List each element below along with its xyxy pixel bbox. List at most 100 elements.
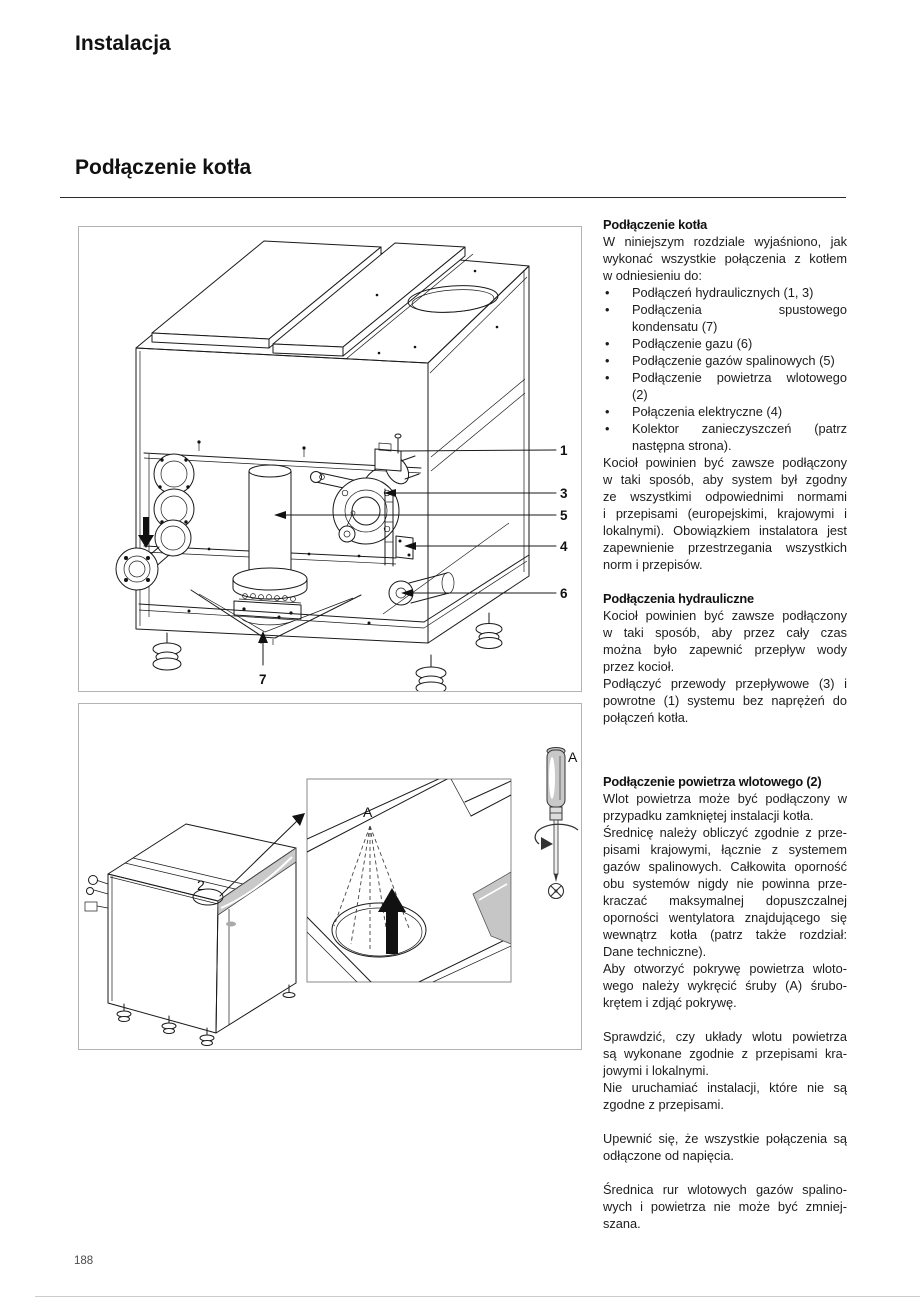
- text-line: Wlot powietrza może być podłączony w: [603, 791, 847, 806]
- text-line: Kolektor zanieczyszczeń (patrz: [632, 421, 847, 436]
- text-line: ze wszystkimi odpowiednimi normami: [603, 489, 847, 504]
- text-line: wych i powietrza nie może być zmniej-: [603, 1199, 847, 1214]
- text-line: oporności wentylatora znajdującego się: [603, 910, 847, 925]
- text-line: w odniesieniu do:: [603, 268, 702, 283]
- spacer: [603, 726, 847, 773]
- subsection-heading: Podłączenia hydrauliczne: [603, 591, 754, 606]
- boiler-isometric-diagram: 1 3 5 4 6 7: [115, 240, 568, 691]
- text-line: wego należy wykręcić śruby (A) śrubo-: [603, 978, 847, 993]
- bullet-item: • Podłączeń hydraulicznych (1, 3): [603, 284, 847, 301]
- text-line: są wykonane zgodnie z przepisami kra-: [603, 1046, 847, 1061]
- text-line: Podłączenia spustowego: [632, 302, 847, 317]
- text-line: kraczać maksymalnej dopuszczalnej: [603, 893, 847, 908]
- bullet-item: • Podłączenia spustowego kondensatu (7): [603, 301, 847, 335]
- bullet-content: Podłączeń hydraulicznych (1, 3): [632, 284, 847, 301]
- text-line: Średnicę należy obliczyć zgodnie z prze-: [603, 825, 847, 840]
- text-line: Dane techniczne).: [603, 944, 707, 959]
- bullet-content: Kolektor zanieczyszczeń (patrz następna s…: [632, 420, 847, 454]
- bullet-marker: •: [605, 404, 610, 419]
- text-line: jowymi i lokalnymi.: [603, 1063, 709, 1078]
- bullet-item: • Podłączenie powietrza wlotowego (2): [603, 369, 847, 403]
- screwdriver-icon: [534, 747, 579, 900]
- figure-boiler-connections: 1 3 5 4 6 7: [78, 226, 582, 692]
- text-line: Nie uruchamiać instalacji, które nie są: [603, 1080, 847, 1095]
- bullet-content: Podłączenie gazów spalinowych (5): [632, 352, 847, 369]
- bullet-item: • Połączenia elektryczne (4): [603, 403, 847, 420]
- text-line: pisami krajowymi, łącznie z systemem: [603, 842, 847, 857]
- figure-air-inlet: 2: [78, 703, 582, 1050]
- spacer: [603, 1164, 847, 1181]
- boiler-small: [84, 823, 297, 1046]
- bullet-marker: •: [605, 421, 610, 436]
- air-inlet-diagram: 2: [84, 747, 579, 1046]
- text-line: wykonać wszystkie połączenia z kotłem: [603, 251, 847, 266]
- bullet-content: Podłączenia spustowego kondensatu (7): [632, 301, 847, 335]
- callout-4: 4: [560, 539, 568, 554]
- right-column: Podłączenie kotła W niniejszym rozdziale …: [603, 216, 847, 1232]
- text-line: Aby otworzyć pokrywę powietrza wloto-: [603, 961, 847, 976]
- text-line: Połączenia elektryczne (4): [632, 404, 783, 419]
- text-line: odłączone od napięcia.: [603, 1148, 734, 1163]
- text-line: zgodne z przepisami.: [603, 1097, 724, 1112]
- text-line: obu systemów nigdy nie powinna prze-: [603, 876, 847, 891]
- text-line: W niniejszym rozdziale wyjaśniono, jak: [603, 234, 847, 249]
- text-line: następna strona).: [632, 438, 732, 453]
- text-line: w taki sposób, aby przez cały czas: [603, 625, 847, 640]
- bullet-item: • Podłączenie gazów spalinowych (5): [603, 352, 847, 369]
- inset-a-label: A: [363, 804, 373, 820]
- callout-7: 7: [259, 672, 267, 687]
- page-title: Podłączenie kotła: [75, 156, 252, 179]
- text-line: Sprawdzić, czy układy wlotu powietrza: [603, 1029, 847, 1044]
- bullet-marker: •: [605, 353, 610, 368]
- text-line: (2): [632, 387, 648, 402]
- text-line: Podłączeń hydraulicznych (1, 3): [632, 285, 814, 300]
- text-line: i przepisami (europejskimi, krajowymi i: [603, 506, 847, 521]
- text-line: połączeń kotła.: [603, 710, 689, 725]
- text-line: gazów spalinowych. Całkowita oporność: [603, 859, 847, 874]
- text-line: Kocioł powinien być zawsze podłączony: [603, 455, 847, 470]
- callout-6: 6: [560, 586, 568, 601]
- part-2-label: 2: [197, 877, 205, 893]
- adjustable-feet: [152, 612, 503, 691]
- tool-a-label: A: [568, 749, 578, 765]
- subsection-heading: Podłączenie kotła: [603, 217, 707, 232]
- text-line: krętem i zdjąć pokrywę.: [603, 995, 737, 1010]
- spacer: [603, 573, 847, 590]
- callout-5: 5: [560, 508, 568, 523]
- bullet-marker: •: [605, 370, 610, 385]
- callout-leaders: [258, 449, 557, 666]
- subsection-heading: Podłączenie powietrza wlotowego (2): [603, 774, 822, 789]
- text-line: można było zapewnić przepływ wody: [603, 642, 847, 657]
- text-line: Podłączenie gazów spalinowych (5): [632, 353, 835, 368]
- text-line: Kocioł powinien być zawsze podłączony: [603, 608, 847, 623]
- text-line: norm i przepisów.: [603, 557, 703, 572]
- bullet-content: Połączenia elektryczne (4): [632, 403, 847, 420]
- section-divider: [60, 197, 846, 198]
- text-line: zapewnienie przestrzegania wszystkich: [603, 540, 847, 555]
- callout-3: 3: [560, 486, 568, 501]
- bullet-item: • Podłączenie gazu (6): [603, 335, 847, 352]
- text-line: kondensatu (7): [632, 319, 718, 334]
- text-line: przez kocioł.: [603, 659, 675, 674]
- text-line: Średnica rur wlotowych gazów spalino-: [603, 1182, 847, 1197]
- page-number: 188: [74, 1255, 94, 1267]
- callout-1: 1: [560, 443, 568, 458]
- text-line: przypadku zamkniętej instalacji kotła.: [603, 808, 814, 823]
- text-line: powrotne (1) systemu bez naprężeń do: [603, 693, 847, 708]
- footer-rule: [35, 1296, 920, 1297]
- text-line: Upewnić się, że wszystkie połączenia są: [603, 1131, 847, 1146]
- text-line: wewnątrz kotła (patrz także rozdział:: [603, 927, 847, 942]
- text-line: Podłączenie powietrza wlotowego: [632, 370, 847, 385]
- text-line: Podłączyć przewody przepływowe (3) i: [603, 676, 847, 691]
- bullet-marker: •: [605, 336, 610, 351]
- bullet-item: • Kolektor zanieczyszczeń (patrz następna …: [603, 420, 847, 454]
- inset-detail-content: [307, 779, 511, 982]
- spacer: [603, 1011, 847, 1028]
- bullet-content: Podłączenie gazu (6): [632, 335, 847, 352]
- chapter-title: Instalacja: [75, 32, 171, 55]
- bullet-content: Podłączenie powietrza wlotowego (2): [632, 369, 847, 403]
- text-line: szana.: [603, 1216, 641, 1231]
- bullet-marker: •: [605, 285, 610, 300]
- bullet-marker: •: [605, 302, 610, 317]
